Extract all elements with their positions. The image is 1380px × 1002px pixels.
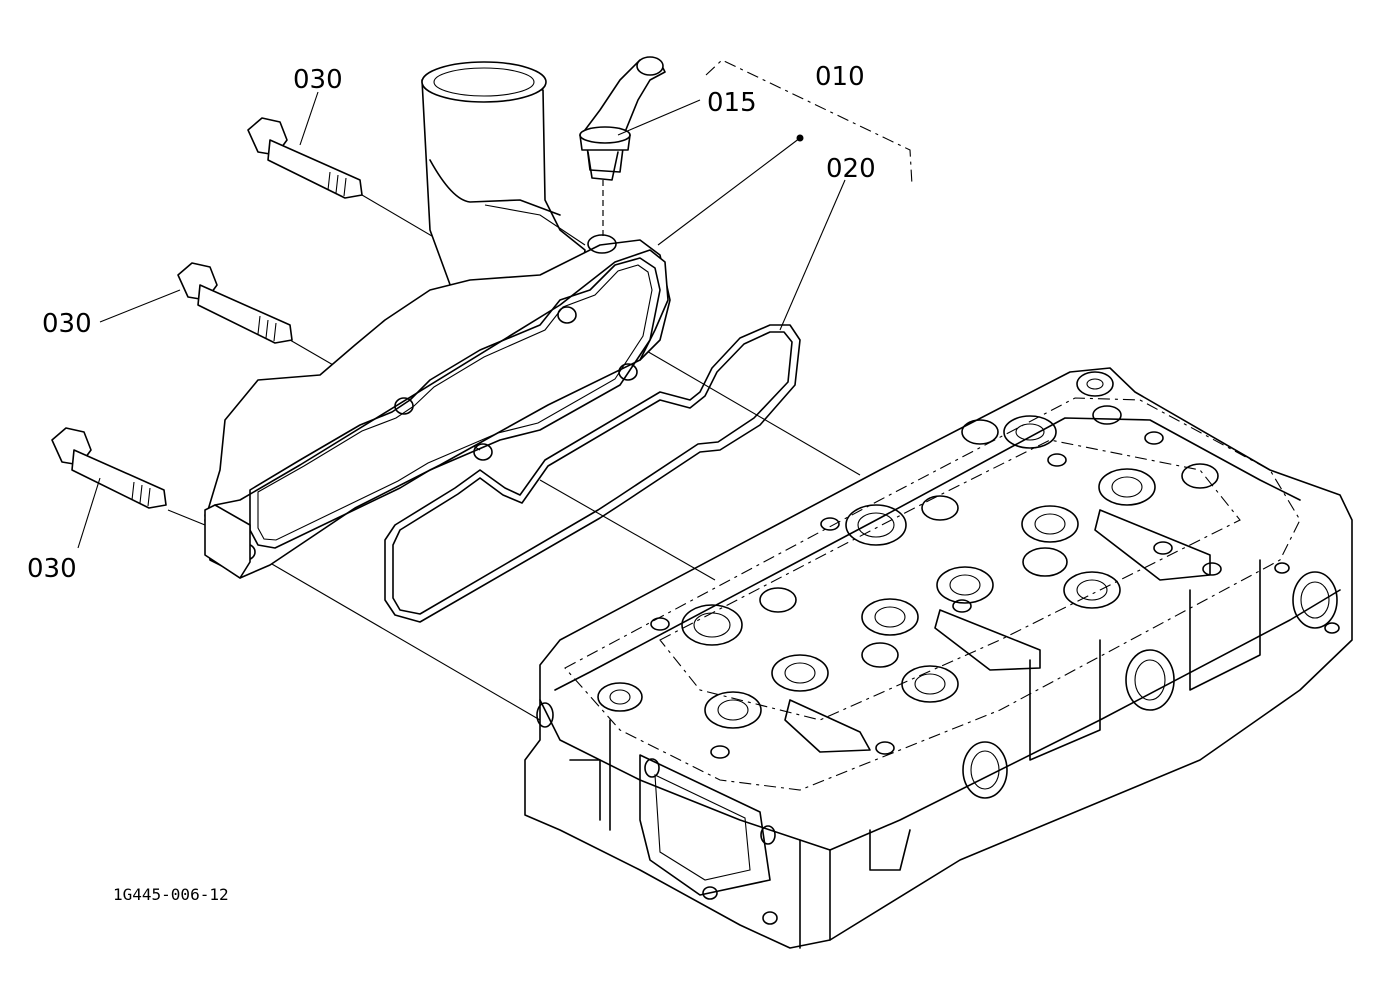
- pipe-part: [579, 56, 666, 240]
- label-030-top: 030: [293, 65, 343, 95]
- bolt-top: [247, 117, 363, 199]
- cylinder-head: [524, 367, 1353, 949]
- label-030-bottom: 030: [27, 554, 77, 584]
- gasket-part: [384, 324, 801, 623]
- bolt-mid: [177, 262, 293, 344]
- outlet-housing: [204, 61, 671, 579]
- label-015: 015: [707, 88, 757, 118]
- leader-lines: [77, 59, 913, 549]
- figure-code: 1G445-006-12: [113, 885, 229, 904]
- label-020: 020: [826, 154, 876, 184]
- label-010: 010: [815, 62, 865, 92]
- bolt-bottom: [51, 427, 167, 509]
- label-030-mid: 030: [42, 309, 92, 339]
- deck-holes: [536, 371, 1340, 925]
